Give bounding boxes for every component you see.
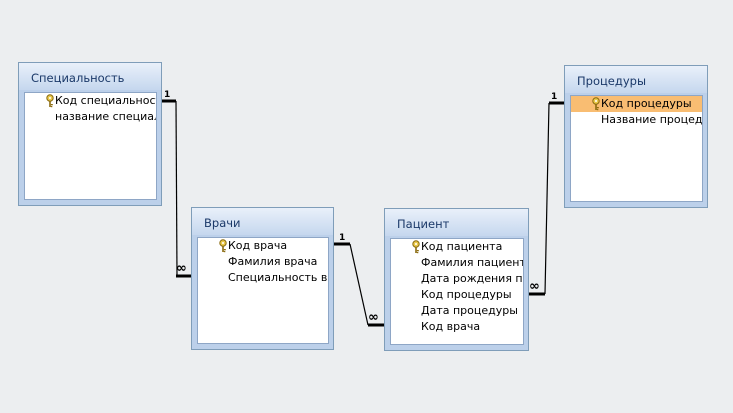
field-patient-procedure-date[interactable]: Дата процедуры (391, 303, 523, 319)
field-doctor-specialty[interactable]: Специальность врача (198, 270, 328, 286)
table-procedures[interactable]: Процедуры Код процедуры Название процеду… (564, 65, 708, 208)
field-list-specialty[interactable]: Код специальности название специальности (24, 92, 157, 200)
field-label: Специальность врача (228, 271, 328, 284)
cardinality-many-patient-procedure: ∞ (529, 279, 540, 294)
table-doctors[interactable]: Врачи Код врача Фамилия врача Специально… (191, 207, 334, 350)
relation-doctors-patient[interactable] (333, 242, 384, 327)
field-patient-procedure-code[interactable]: Код процедуры (391, 287, 523, 303)
table-title-doctors[interactable]: Врачи (192, 208, 333, 235)
field-list-procedures[interactable]: Код процедуры Название процедуры (570, 95, 703, 202)
field-label: Фамилия пациента (421, 256, 524, 269)
field-label: Код врача (228, 239, 288, 252)
cardinality-one-procedures: 1 (551, 92, 558, 102)
field-patient-birthdate[interactable]: Дата рождения пациента (391, 271, 523, 287)
field-label: Дата рождения пациента (421, 272, 523, 285)
table-title-procedures[interactable]: Процедуры (565, 66, 707, 93)
field-specialty-code[interactable]: Код специальности (25, 93, 156, 109)
key-icon (219, 239, 227, 253)
field-specialty-name[interactable]: название специальности (25, 109, 156, 125)
field-patient-surname[interactable]: Фамилия пациента (391, 255, 523, 271)
field-label: Код пациента (421, 240, 503, 253)
table-patient[interactable]: Пациент Код пациента Фамилия пациента Да… (384, 208, 529, 351)
table-title-specialty[interactable]: Специальность (19, 63, 161, 90)
field-doctor-surname[interactable]: Фамилия врача (198, 254, 328, 270)
field-label: Код процедуры (421, 288, 512, 301)
cardinality-one-specialty: 1 (164, 90, 171, 100)
table-specialty[interactable]: Специальность Код специальности название… (18, 62, 162, 206)
field-list-patient[interactable]: Код пациента Фамилия пациента Дата рожде… (390, 238, 524, 345)
field-procedure-code[interactable]: Код процедуры (571, 96, 702, 112)
field-doctor-code[interactable]: Код врача (198, 238, 328, 254)
field-label: Фамилия врача (228, 255, 318, 268)
table-title-patient[interactable]: Пациент (385, 209, 528, 236)
cardinality-one-doctors: 1 (339, 233, 346, 243)
cardinality-many-patient-doctor: ∞ (368, 310, 379, 325)
field-label: Дата процедуры (421, 304, 518, 317)
field-label: название специальности (55, 110, 156, 123)
key-icon (412, 240, 420, 254)
key-icon (46, 94, 54, 108)
cardinality-many-doctors: ∞ (176, 261, 187, 276)
field-patient-code[interactable]: Код пациента (391, 239, 523, 255)
relation-specialty-doctors[interactable] (161, 99, 192, 278)
relation-patient-procedures[interactable] (528, 101, 567, 296)
field-label: Код процедуры (601, 97, 692, 110)
field-list-doctors[interactable]: Код врача Фамилия врача Специальность вр… (197, 237, 329, 344)
field-patient-doctor-code[interactable]: Код врача (391, 319, 523, 335)
field-label: Код врача (421, 320, 481, 333)
field-label: Название процедуры (601, 113, 703, 126)
field-label: Код специальности (55, 94, 156, 107)
field-procedure-name[interactable]: Название процедуры (571, 112, 702, 128)
key-icon (592, 97, 600, 111)
